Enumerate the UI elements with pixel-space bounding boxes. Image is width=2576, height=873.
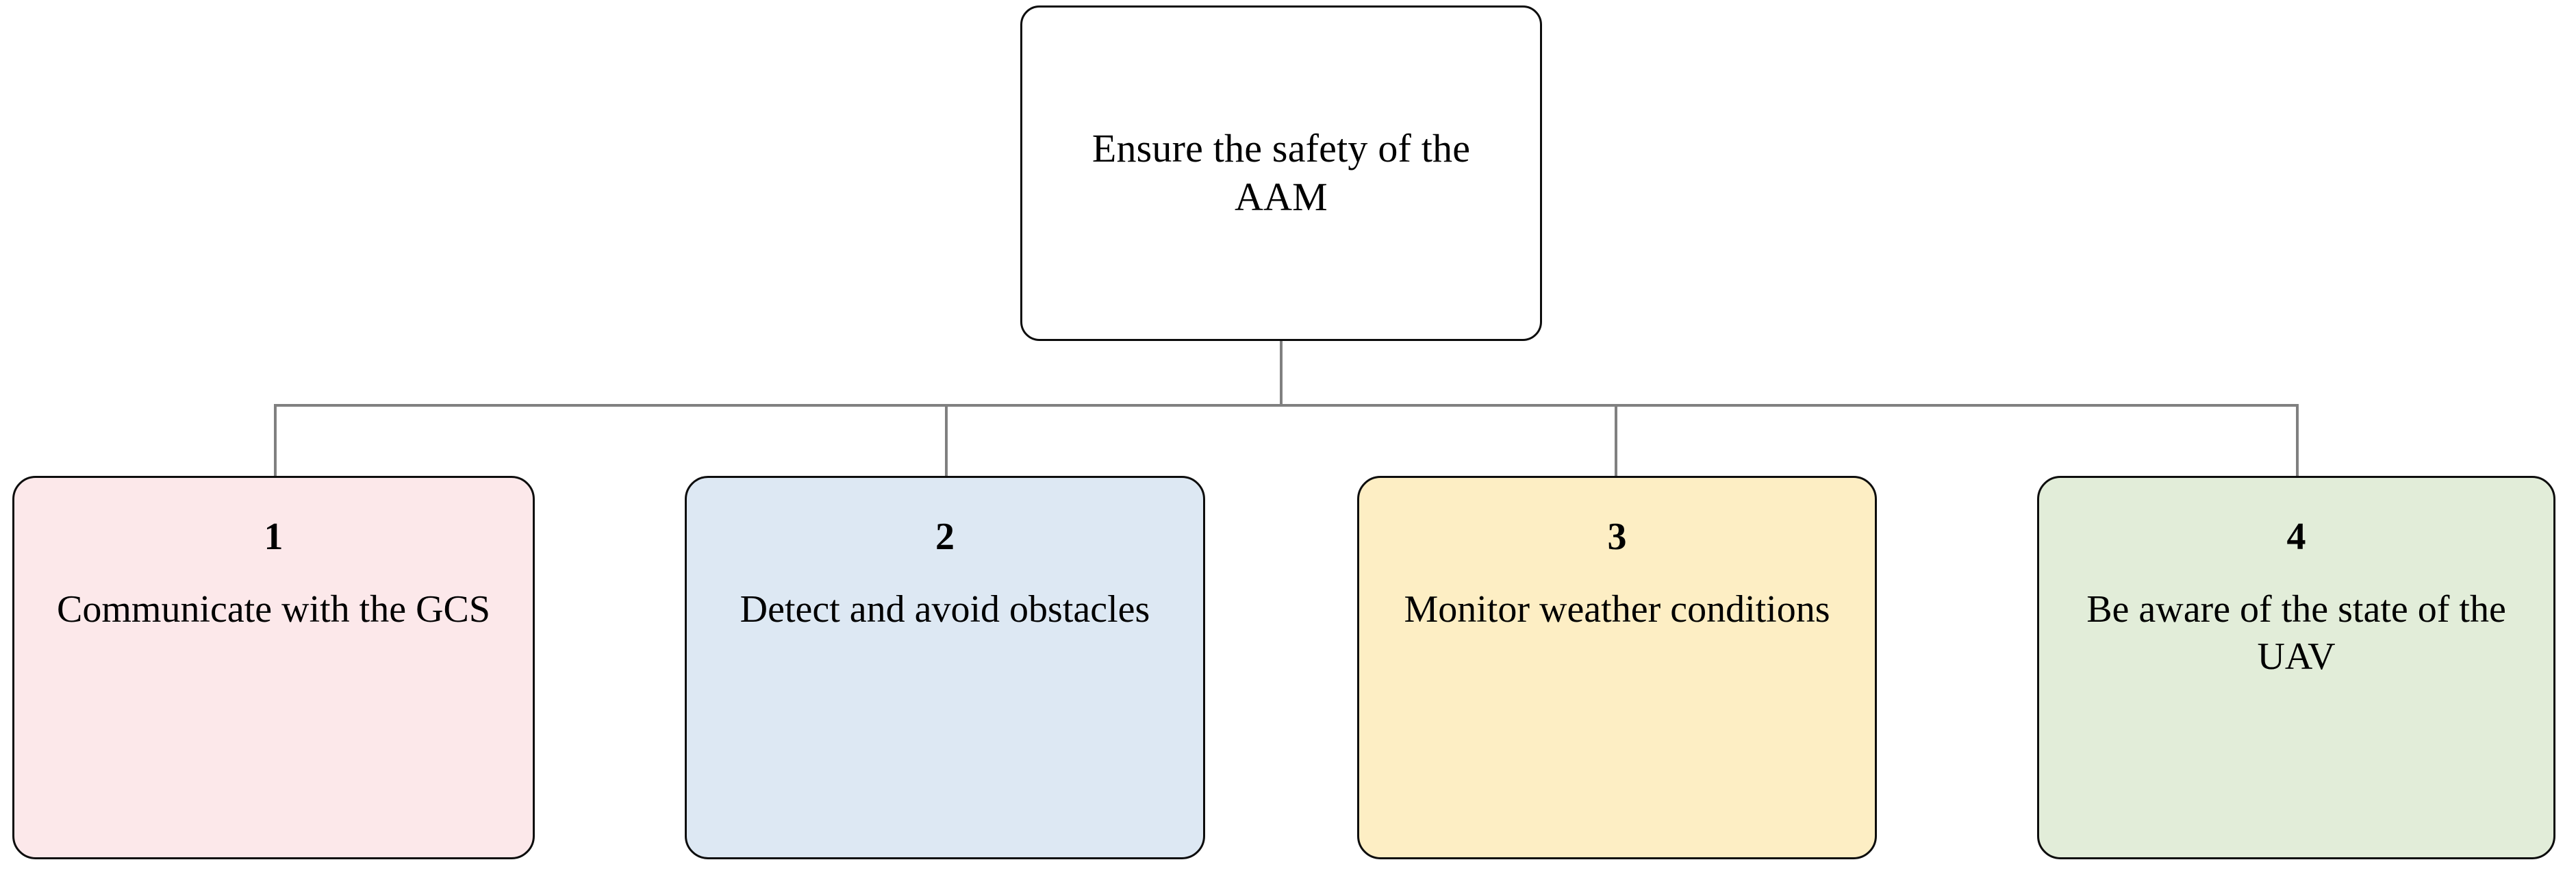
child-node-3-label: Monitor weather conditions: [1404, 588, 1830, 631]
child-node-be-aware-of-the-state-of-the-uav[interactable]: 4 Be aware of the state of the UAV: [2037, 476, 2555, 859]
child-2-connector: [945, 404, 948, 478]
root-node[interactable]: Ensure the safety of the AAM: [1020, 5, 1542, 341]
root-stub-connector: [1280, 339, 1283, 407]
child-node-3-number: 3: [1607, 516, 1627, 558]
horizontal-bus-connector: [274, 404, 2299, 407]
root-node-label: Ensure the safety of the AAM: [1091, 126, 1471, 219]
child-4-connector: [2296, 404, 2299, 478]
child-node-detect-and-avoid-obstacles[interactable]: 2 Detect and avoid obstacles: [685, 476, 1205, 859]
child-node-4-label: Be aware of the state of the UAV: [2086, 588, 2506, 678]
child-node-2-number: 2: [935, 516, 955, 558]
child-1-connector: [274, 404, 277, 478]
child-node-monitor-weather-conditions[interactable]: 3 Monitor weather conditions: [1357, 476, 1877, 859]
child-node-communicate-with-the-gcs[interactable]: 1 Communicate with the GCS: [12, 476, 535, 859]
child-3-connector: [1615, 404, 1617, 478]
child-node-1-label: Communicate with the GCS: [56, 588, 491, 631]
child-node-2-label: Detect and avoid obstacles: [740, 588, 1150, 631]
child-node-4-number: 4: [2286, 516, 2306, 558]
child-node-1-number: 1: [264, 516, 283, 558]
